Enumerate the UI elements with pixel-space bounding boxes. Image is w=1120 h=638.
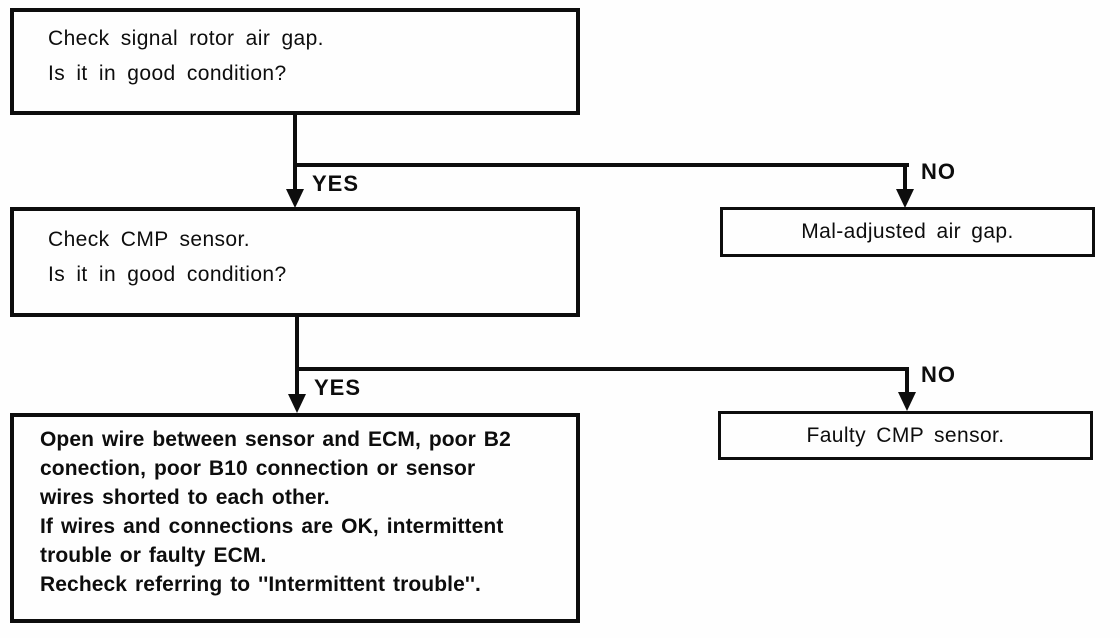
connector-box1-down (293, 115, 297, 167)
step-line: Is it in good condition? (48, 62, 287, 85)
step-check-cmp-sensor-text: Check CMP sensor. Is it in good conditio… (14, 211, 576, 292)
branch1-yes-label: YES (312, 171, 360, 196)
connector-branch1-horizontal (293, 163, 909, 167)
arrow-down-icon (896, 189, 914, 208)
connector-branch2-horizontal (295, 367, 909, 371)
result-open-wire-box: Open wire between sensor and ECM, poor B… (10, 413, 580, 623)
result-line: wires shorted to each other. (40, 486, 330, 509)
step-line: Check signal rotor air gap. (48, 27, 324, 50)
branch1-no-label: NO (921, 159, 956, 184)
step-check-cmp-sensor-box: Check CMP sensor. Is it in good conditio… (10, 207, 580, 317)
result-line: conection, poor B10 connection or sensor (40, 457, 476, 480)
result-line: If wires and connections are OK, intermi… (40, 515, 504, 538)
outcome-mal-adjusted-box: Mal-adjusted air gap. (720, 207, 1095, 257)
outcome-faulty-cmp-text: Faulty CMP sensor. (806, 424, 1005, 447)
result-line: Recheck referring to ''Intermittent trou… (40, 573, 481, 596)
arrow-down-icon (286, 189, 304, 208)
branch2-yes-label: YES (314, 375, 362, 400)
step-check-air-gap-text: Check signal rotor air gap. Is it in goo… (14, 12, 576, 91)
outcome-mal-adjusted-text: Mal-adjusted air gap. (801, 220, 1014, 243)
arrow-down-icon (898, 392, 916, 411)
branch2-no-label: NO (921, 362, 956, 387)
connector-branch1-no-drop (903, 163, 907, 191)
connector-branch2-no-drop (905, 367, 909, 395)
arrow-down-icon (288, 394, 306, 413)
connector-box2-down (295, 317, 299, 371)
result-line: Open wire between sensor and ECM, poor B… (40, 428, 511, 451)
result-open-wire-text: Open wire between sensor and ECM, poor B… (14, 417, 576, 599)
result-line: trouble or faulty ECM. (40, 544, 267, 567)
outcome-faulty-cmp-box: Faulty CMP sensor. (718, 411, 1093, 460)
step-line: Is it in good condition? (48, 263, 287, 286)
step-line: Check CMP sensor. (48, 228, 250, 251)
step-check-air-gap-box: Check signal rotor air gap. Is it in goo… (10, 8, 580, 115)
connector-branch2-yes-drop (295, 371, 299, 397)
connector-branch1-yes-drop (293, 167, 297, 191)
